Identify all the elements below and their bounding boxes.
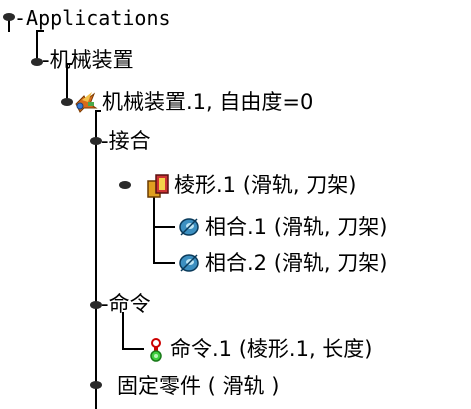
prismatic-joint-icon [146,173,170,198]
tree-item-label: 固定零件 ( 滑轨 ) [117,374,280,398]
tree-item-prismatic-1[interactable]: 棱形.1 (滑轨, 刀架) [146,172,356,198]
expand-node-prismatic1[interactable] [119,181,131,189]
tree-connector-level3 [95,110,97,409]
tree-item-joints[interactable]: -接合 [101,128,151,154]
tree-item-applications[interactable]: -Applications [14,5,171,31]
tree-item-label: 相合.2 (滑轨, 刀架) [205,251,388,275]
tree-item-commands[interactable]: -命令 [101,291,151,317]
constraint-icon [177,251,201,275]
tree-item-command-1[interactable]: 命令.1 (棱形.1, 长度) [146,336,372,362]
tree-connector-command-children [122,312,124,349]
mechanism-icon [74,90,98,114]
tree-connector-joint-children [153,193,155,263]
tree-connector-level2 [66,63,68,103]
tree-item-label: -接合 [101,129,151,153]
tree-item-label: -机械装置 [42,48,134,72]
tree-item-coincidence-2[interactable]: 相合.2 (滑轨, 刀架) [177,250,387,276]
tree-item-coincidence-1[interactable]: 相合.1 (滑轨, 刀架) [177,214,387,240]
tree-item-mechanism-1[interactable]: 机械装置.1, 自由度=0 [74,89,313,115]
expand-node-commands[interactable] [90,301,102,309]
tree-item-label: -Applications [14,6,171,30]
expand-node-joints[interactable] [90,137,102,145]
tree-item-fixed-part[interactable]: 固定零件 ( 滑轨 ) [117,373,279,399]
tree-connector-h [95,110,101,112]
tree-item-label: 机械装置.1, 自由度=0 [102,90,314,114]
tree-connector-level1 [36,30,38,63]
tree-connector-h [153,262,175,264]
tree-item-label: 棱形.1 (滑轨, 刀架) [174,173,357,197]
tree-item-mechanisms[interactable]: -机械装置 [42,47,134,73]
expand-node-fixed-part[interactable] [90,381,102,389]
constraint-icon [177,215,201,239]
expand-node-mechanism1[interactable] [61,98,73,106]
tree-connector-h [153,226,175,228]
tree-connector-h [66,63,72,65]
tree-connector-root [8,17,10,32]
tree-item-label: -命令 [101,292,151,316]
tree-item-label: 命令.1 (棱形.1, 长度) [170,337,373,361]
tree-connector-h [36,30,44,32]
expand-node-root[interactable] [3,13,15,21]
tree-connector-h [122,348,144,350]
expand-node-mechanisms[interactable] [31,58,43,66]
command-icon [146,337,166,362]
tree-item-label: 相合.1 (滑轨, 刀架) [205,215,388,239]
